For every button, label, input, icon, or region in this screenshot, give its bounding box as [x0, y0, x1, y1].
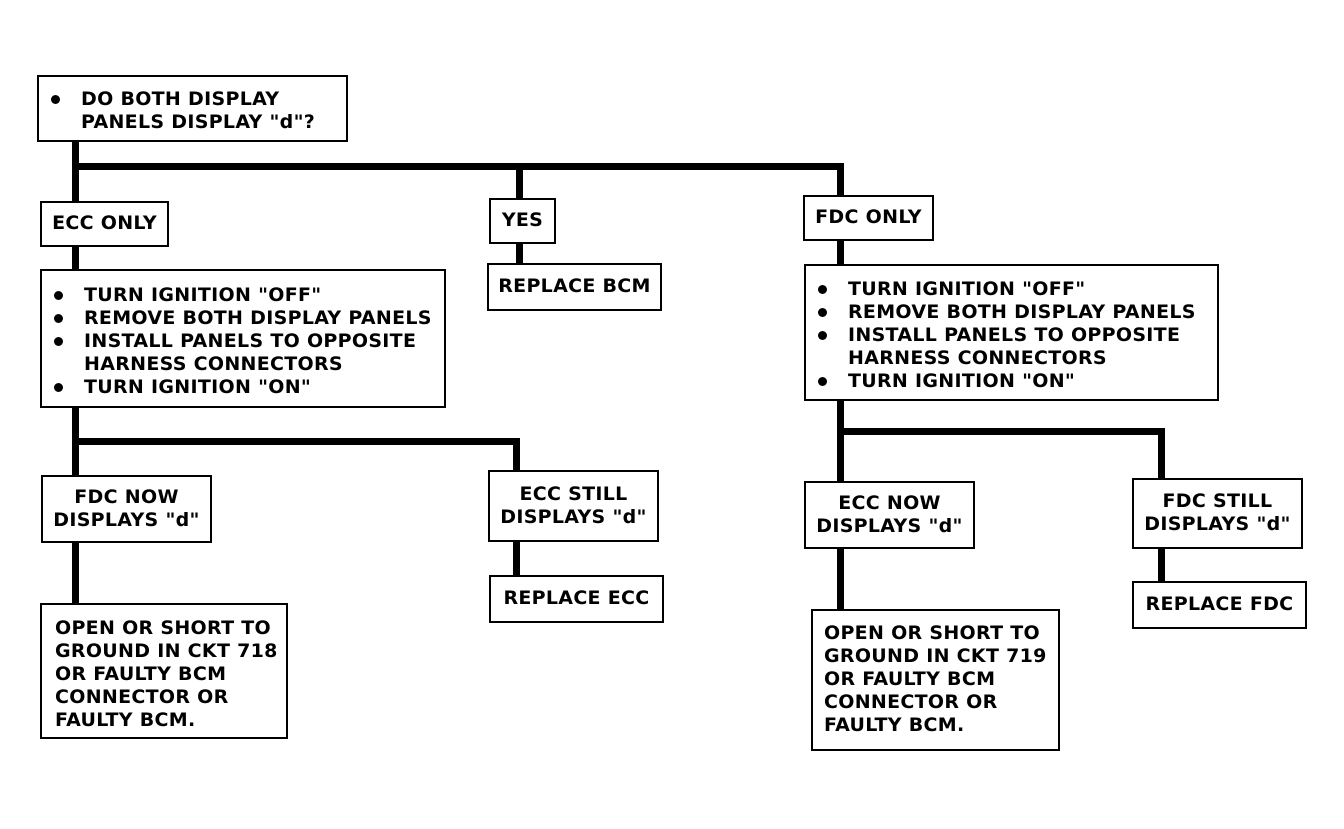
right-fault-box: OPEN OR SHORT TO GROUND IN CKT 719 OR FA… [811, 609, 1060, 751]
connector-line [72, 163, 844, 170]
left-step: REMOVE BOTH DISPLAY PANELS [42, 307, 444, 330]
connector-line [513, 540, 520, 577]
ecc-now-displays-box: ECC NOW DISPLAYS "d" [804, 481, 975, 549]
right-steps-list: TURN IGNITION "OFF" REMOVE BOTH DISPLAY … [806, 278, 1217, 393]
connector-line [513, 438, 520, 471]
branch-yes: YES [489, 198, 556, 244]
branch-fdc-only: FDC ONLY [803, 195, 934, 241]
right-step: TURN IGNITION "ON" [806, 370, 1217, 393]
connector-line [837, 428, 1165, 435]
connector-line [1158, 428, 1165, 479]
replace-ecc-label: REPLACE ECC [503, 587, 650, 609]
replace-ecc-box: REPLACE ECC [489, 575, 664, 623]
connector-line [72, 438, 520, 445]
connector-line [837, 399, 844, 482]
left-step: INSTALL PANELS TO OPPOSITE HARNESS CONNE… [42, 330, 444, 376]
right-steps-box: TURN IGNITION "OFF" REMOVE BOTH DISPLAY … [804, 264, 1219, 401]
ecc-still-displays-box: ECC STILL DISPLAYS "d" [488, 470, 659, 542]
branch-fdc-only-label: FDC ONLY [815, 206, 922, 228]
question-box: DO BOTH DISPLAY PANELS DISPLAY "d"? [37, 75, 348, 142]
connector-line [837, 238, 844, 266]
replace-bcm-label: REPLACE BCM [498, 275, 651, 297]
connector-line [516, 163, 523, 201]
connector-line [1158, 547, 1165, 583]
left-steps-box: TURN IGNITION "OFF" REMOVE BOTH DISPLAY … [40, 269, 446, 408]
branch-ecc-only: ECC ONLY [40, 201, 169, 247]
right-step: TURN IGNITION "OFF" [806, 278, 1217, 301]
connector-line [837, 548, 844, 611]
connector-line [72, 244, 79, 271]
left-steps-list: TURN IGNITION "OFF" REMOVE BOTH DISPLAY … [42, 284, 444, 399]
replace-fdc-label: REPLACE FDC [1145, 593, 1294, 615]
fdc-still-displays-box: FDC STILL DISPLAYS "d" [1132, 478, 1303, 549]
connector-line [837, 163, 844, 197]
right-step: REMOVE BOTH DISPLAY PANELS [806, 301, 1217, 324]
connector-line [516, 242, 523, 265]
question-list: DO BOTH DISPLAY PANELS DISPLAY "d"? [39, 88, 346, 134]
left-step: TURN IGNITION "OFF" [42, 284, 444, 307]
fdc-now-displays-box: FDC NOW DISPLAYS "d" [41, 475, 212, 543]
connector-line [72, 139, 79, 204]
left-fault-box: OPEN OR SHORT TO GROUND IN CKT 718 OR FA… [40, 603, 288, 739]
right-step: INSTALL PANELS TO OPPOSITE HARNESS CONNE… [806, 324, 1217, 370]
branch-ecc-only-label: ECC ONLY [52, 212, 157, 234]
replace-bcm-box: REPLACE BCM [487, 263, 662, 311]
connector-line [72, 541, 79, 605]
branch-yes-label: YES [501, 209, 544, 231]
replace-fdc-box: REPLACE FDC [1132, 581, 1307, 629]
question-text: DO BOTH DISPLAY PANELS DISPLAY "d"? [39, 88, 346, 134]
left-step: TURN IGNITION "ON" [42, 376, 444, 399]
